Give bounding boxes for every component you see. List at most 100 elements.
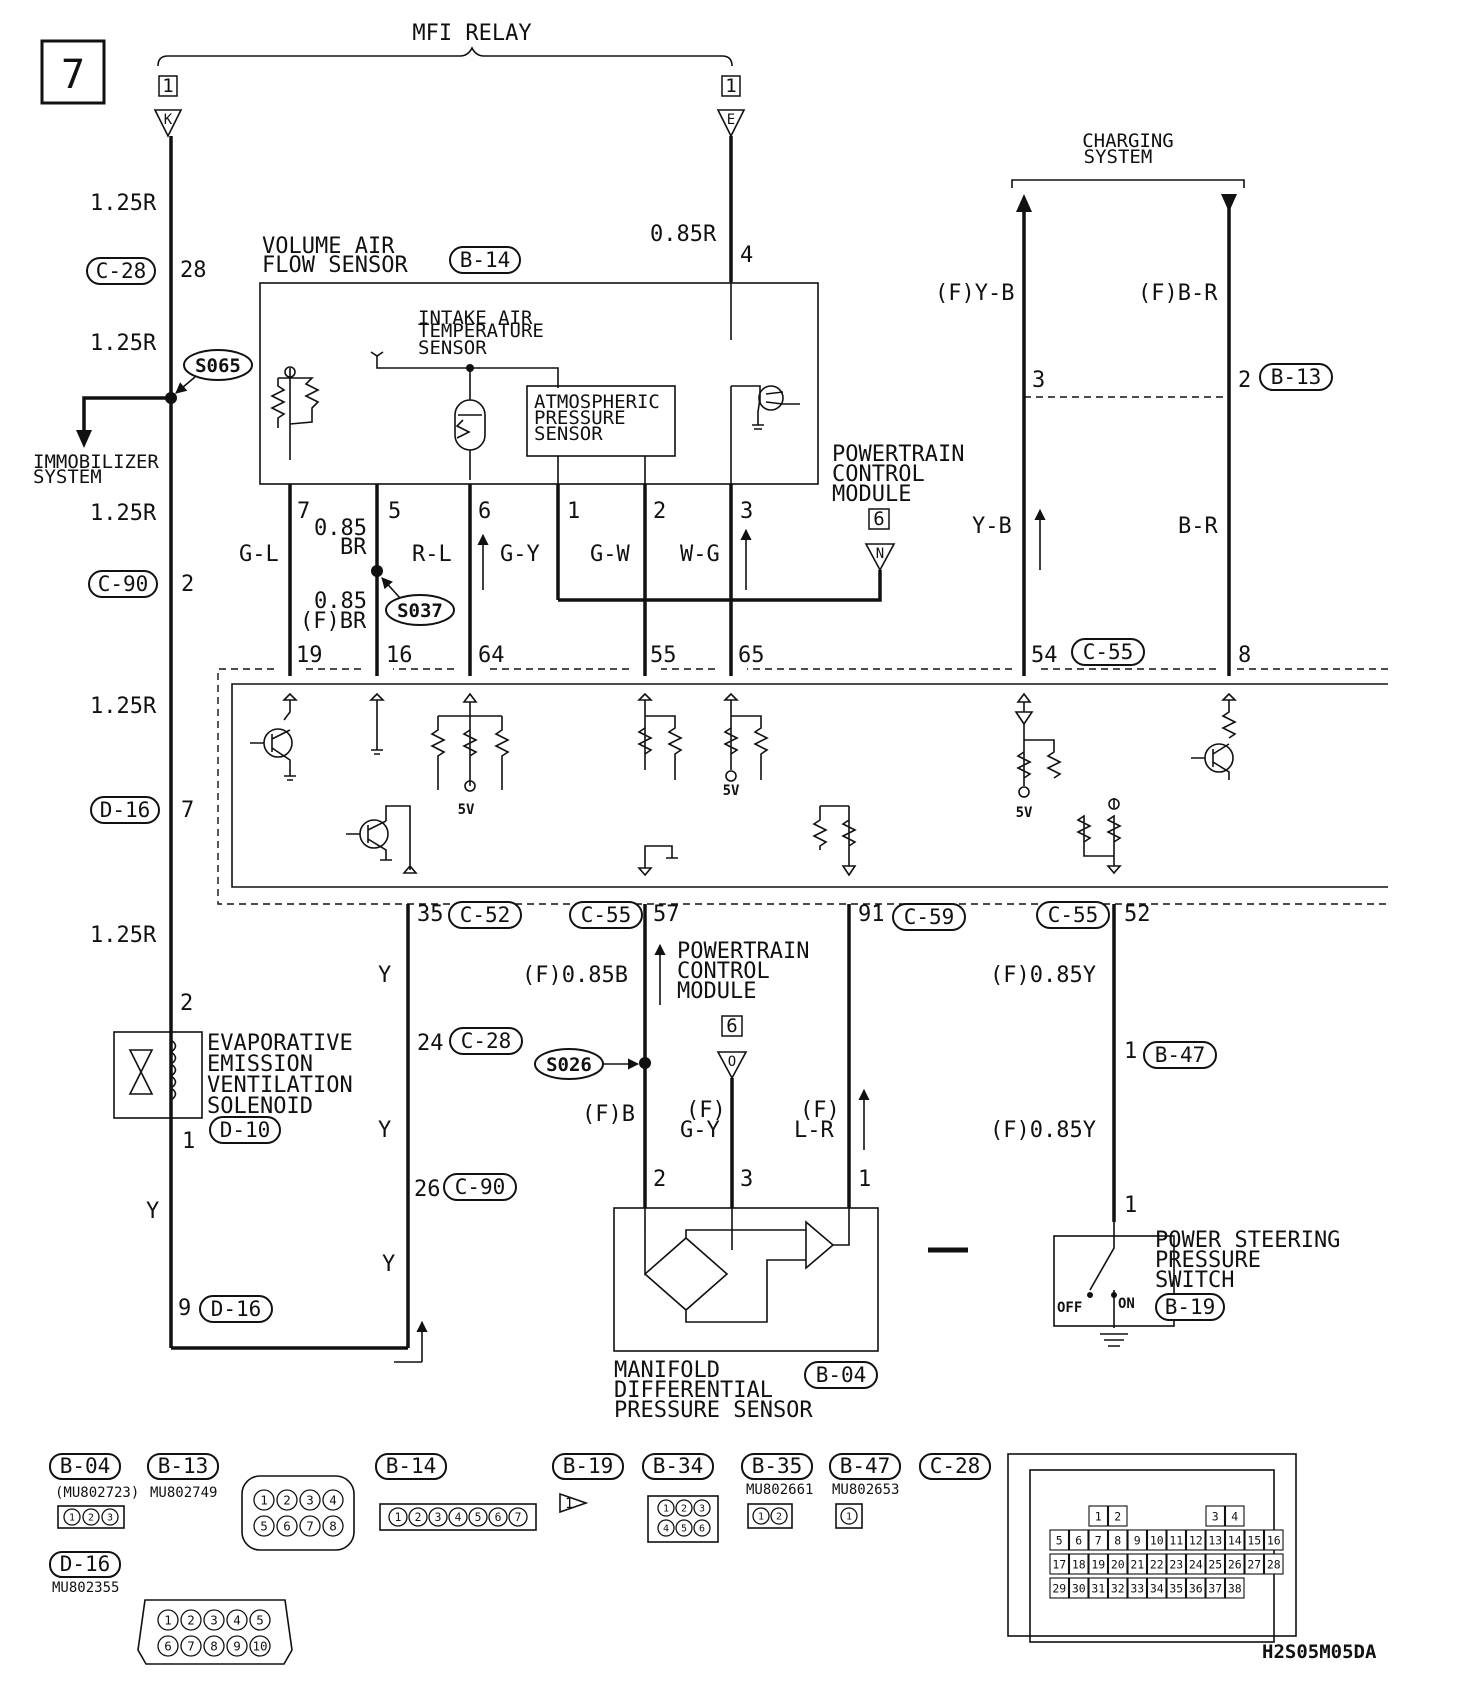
vaf-pins: 7 5 6 1 2 3 xyxy=(297,499,753,524)
legend-b34-pin-circle xyxy=(657,1499,675,1517)
wire-f085y-a: (F)0.85Y xyxy=(990,963,1096,988)
vaf-pin-7: 7 xyxy=(297,499,310,524)
label-5v-b: 5V xyxy=(723,783,740,799)
legend-c28-pin: 8 xyxy=(1114,1533,1121,1547)
legend-c28-pin: 15 xyxy=(1247,1533,1261,1547)
mdp-pin-1: 1 xyxy=(858,1167,871,1192)
wire-gw: G-W xyxy=(590,542,630,567)
vaf-line2: FLOW SENSOR xyxy=(262,253,408,278)
legend-c28-pin: 23 xyxy=(1169,1557,1183,1571)
legend-c28-pin-cell xyxy=(1205,1505,1226,1527)
legend-d16-pin-circle xyxy=(249,1635,271,1657)
legend-c28-pin: 25 xyxy=(1208,1557,1222,1571)
legend-b13-pin: 8 xyxy=(329,1519,337,1534)
legend-b14-pin-circle xyxy=(448,1507,468,1527)
page-number-box: 7 xyxy=(40,39,106,105)
legend-c28-pin-cell xyxy=(1107,1577,1128,1599)
pcm2-line2: CONTROL xyxy=(677,959,770,984)
charging-line1: CHARGING xyxy=(1082,130,1174,152)
charging-line2: SYSTEM xyxy=(1084,146,1153,168)
legend-c28-pin-cell xyxy=(1263,1553,1284,1575)
legend-c28-pin: 3 xyxy=(1212,1509,1219,1523)
legend-c28-pin: 20 xyxy=(1111,1557,1125,1571)
ps-line2: PRESSURE xyxy=(1155,1248,1261,1273)
legend-d16-pin: 7 xyxy=(187,1639,195,1654)
legend-b13-pin: 1 xyxy=(260,1493,268,1508)
mfi-relay-title: MFI RELAY xyxy=(412,21,531,46)
legend-b34-pin-circle xyxy=(675,1519,693,1537)
label-5v-a: 5V xyxy=(458,802,475,818)
legend-b35: B-35 xyxy=(752,1454,803,1478)
pin-91: 91 xyxy=(858,902,885,927)
pin-2-b: 2 xyxy=(180,991,193,1016)
wire-125r-e: 1.25R xyxy=(90,923,157,948)
legend-c28: C-28 xyxy=(930,1454,981,1478)
conn-d16-b: D-16 xyxy=(211,1297,262,1321)
legend-c28-pin-cell xyxy=(1146,1553,1167,1575)
legend-c28-pin: 1 xyxy=(1095,1509,1102,1523)
legend-b13-pin-circle xyxy=(276,1515,298,1537)
legend-c28-pin: 22 xyxy=(1150,1557,1164,1571)
legend-c28-pin: 19 xyxy=(1091,1557,1105,1571)
relay-right-wire: 0.85R 4 xyxy=(650,136,753,340)
legend-d16-pin-circle xyxy=(180,1609,202,1631)
legend-c28-pin-cell xyxy=(1146,1577,1167,1599)
wire-085r: 0.85R xyxy=(650,222,717,247)
legend-b14-pin-circle xyxy=(408,1507,428,1527)
pin-57: 57 xyxy=(653,902,680,927)
legend-c28-pin: 18 xyxy=(1072,1557,1086,1571)
legend-c28-pin: 30 xyxy=(1072,1581,1086,1595)
legend-c28-pin-cell xyxy=(1244,1553,1265,1575)
legend-c28-pin: 7 xyxy=(1095,1533,1102,1547)
conn-d16-a: D-16 xyxy=(100,798,151,822)
relay-term-right-letter: E xyxy=(727,112,735,128)
legend-d16-pin: 1 xyxy=(164,1613,172,1628)
legend-c28-pin-cell xyxy=(1166,1577,1187,1599)
legend-c28-pin: 33 xyxy=(1130,1581,1144,1595)
pcm1-num: 6 xyxy=(873,508,884,530)
legend-c28-pin: 6 xyxy=(1075,1533,1082,1547)
charging-system: CHARGING SYSTEM (F)Y-B (F)B-R 3 2 B-13 Y… xyxy=(935,130,1333,676)
pin-64: 64 xyxy=(478,643,505,668)
vaf-pin-2: 2 xyxy=(653,499,666,524)
pin-9: 9 xyxy=(178,1296,191,1321)
pin-54: 54 xyxy=(1031,643,1058,668)
legend-b14: B-14 xyxy=(386,1454,437,1478)
volume-air-flow-sensor: VOLUME AIR FLOW SENSOR B-14 INTAKE AIR T… xyxy=(259,234,819,485)
splice-s037: S037 xyxy=(397,600,443,622)
legend-c28-pin-cell xyxy=(1224,1577,1245,1599)
vaf-pin-6: 6 xyxy=(478,499,491,524)
legend-c28-pin-cell xyxy=(1068,1577,1089,1599)
wire-y-1: Y xyxy=(146,1199,159,1224)
legend-c28-pin-cell xyxy=(1068,1553,1089,1575)
legend-b14-pin: 3 xyxy=(435,1511,442,1524)
conn-c28-a: C-28 xyxy=(96,259,147,283)
legend-pins-b47: 1 xyxy=(840,1507,858,1525)
mdp-line3: PRESSURE SENSOR xyxy=(614,1398,813,1423)
pcm2-line3: MODULE xyxy=(677,979,756,1004)
legend-d16-pin-circle xyxy=(157,1635,179,1657)
legend-b04-pin-circle xyxy=(101,1508,119,1526)
conn-c59: C-59 xyxy=(904,905,955,929)
legend-c28-pin-cell xyxy=(1244,1529,1265,1551)
pcm1-line1: POWERTRAIN xyxy=(832,442,964,467)
wire-125r-b: 1.25R xyxy=(90,331,157,356)
legend-b14-pin-circle xyxy=(388,1507,408,1527)
charging-pin-2: 2 xyxy=(1238,368,1251,393)
conn-b13: B-13 xyxy=(1271,365,1322,389)
pin-1-a: 1 xyxy=(182,1129,195,1154)
legend-c28-pin: 34 xyxy=(1150,1581,1164,1595)
atm-line2: PRESSURE xyxy=(534,407,626,429)
conn-c55-a: C-55 xyxy=(1083,640,1134,664)
legend-b04-pin: 3 xyxy=(107,1513,113,1524)
legend-b14-pin-circle xyxy=(428,1507,448,1527)
legend-c28-pin-cell xyxy=(1088,1505,1109,1527)
legend-c28-pin: 9 xyxy=(1134,1533,1141,1547)
legend-c28-pin: 13 xyxy=(1208,1533,1222,1547)
legend-b34-pin-circle xyxy=(693,1519,711,1537)
conn-b19: B-19 xyxy=(1165,1295,1216,1319)
legend-c28-pin-cell xyxy=(1107,1553,1128,1575)
